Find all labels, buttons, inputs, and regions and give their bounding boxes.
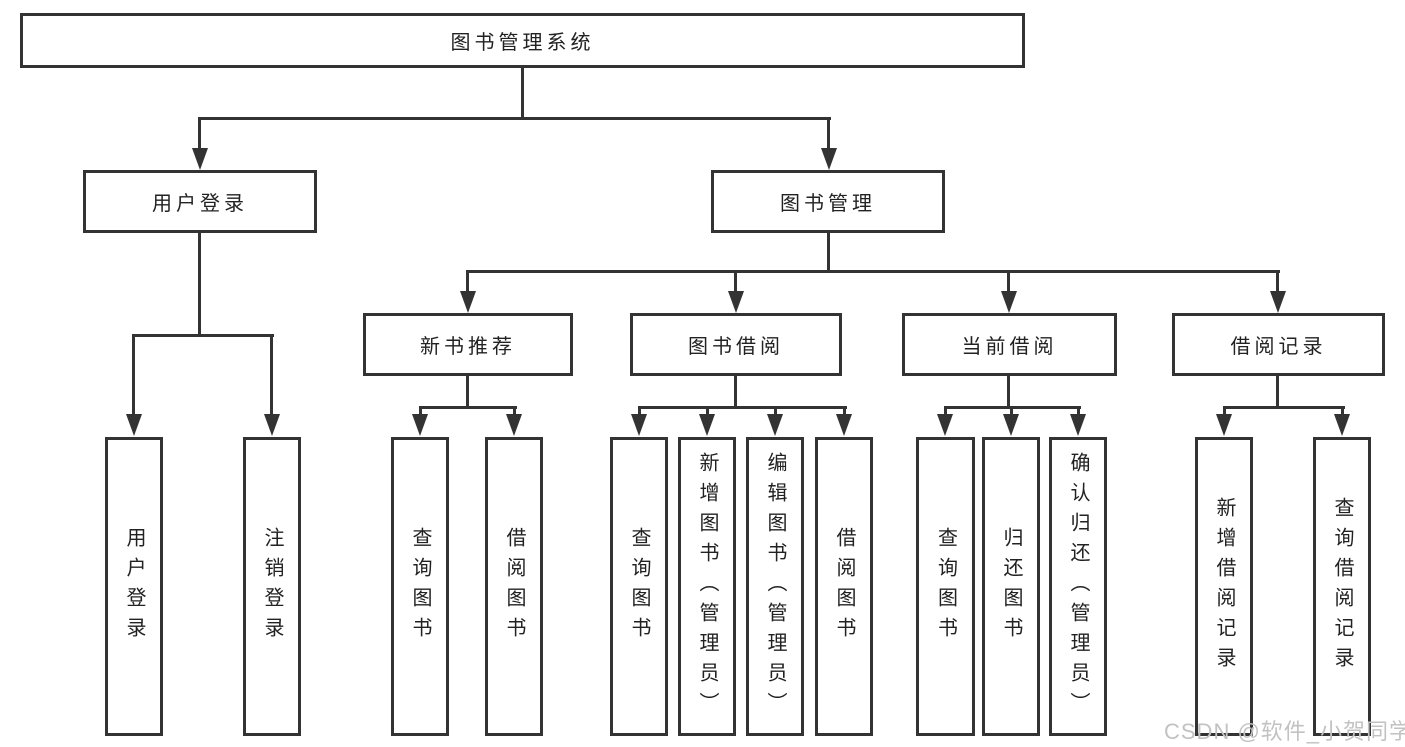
node-user-login-label: 用户登录 [152,193,248,215]
arrowhead-leaf [412,414,428,436]
arrowhead-leaf-logout [264,414,280,436]
arrowhead-leaf [631,414,647,436]
leaf-borrow-book-borrowing: 借阅图书 [815,437,873,736]
edge-stub [1341,406,1344,415]
arrowhead-leaf [767,414,783,436]
edge-to-current-borrowing [1007,270,1010,292]
leaf-query-books-borrowing: 查询图书 [610,437,668,736]
arrowhead-book-borrowing [728,291,744,313]
arrowhead-current-borrowing [1001,291,1017,313]
leaf-return-book-label: 归还图书 [1000,526,1022,647]
edge-borrowing-stem [734,376,737,408]
node-current-borrowing: 当前借阅 [902,313,1117,376]
arrowhead-leaf [699,414,715,436]
leaf-query-books-recommend: 查询图书 [391,437,449,736]
edge-recommendation-stem [466,376,469,408]
node-borrowing-records: 借阅记录 [1172,313,1385,376]
leaf-query-borrow-record-label: 查询借阅记录 [1331,496,1353,677]
arrowhead-book-management [821,148,837,170]
leaf-borrow-book-recommend-label: 借阅图书 [503,526,525,647]
node-borrowing-records-label: 借阅记录 [1230,336,1327,358]
edge-user-login-stem [198,233,201,336]
edge-stub [513,406,516,415]
node-book-management: 图书管理 [711,170,945,233]
leaf-confirm-return-admin-label: 确认归还（管理员） [1067,451,1089,722]
edge-records-split [1223,406,1345,409]
edge-borrowing-split [638,406,847,409]
leaf-query-borrow-record: 查询借阅记录 [1313,437,1371,736]
node-book-borrowing-label: 图书借阅 [688,336,784,358]
edge-stub [419,406,422,415]
node-new-book-recommendation-label: 新书推荐 [420,336,516,358]
edge-to-leaf-logout [270,334,273,415]
edge-user-login-split [132,334,274,337]
edge-current-stem [1007,376,1010,408]
arrowhead-user-login [192,148,208,170]
edge-book-management-stem [827,233,830,273]
leaf-query-books-recommend-label: 查询图书 [409,526,431,647]
leaf-borrow-book-recommend: 借阅图书 [485,437,543,736]
edge-stub [774,406,777,415]
leaf-query-books-current-label: 查询图书 [934,526,957,647]
edge-stub [1077,406,1080,415]
arrowhead-leaf [1216,414,1232,436]
edge-to-new-book-recommendation [466,270,469,292]
edge-book-management-split [466,270,1280,273]
edge-stub [843,406,846,415]
arrowhead-borrowing-records [1270,291,1286,313]
arrowhead-leaf [1334,414,1350,436]
edge-stub [1223,406,1226,415]
leaf-logout-label: 注销登录 [261,526,283,647]
arrowhead-leaf [1003,414,1019,436]
edge-stub [944,406,947,415]
leaf-query-books-borrowing-label: 查询图书 [628,526,650,647]
arrowhead-leaf [937,414,953,436]
leaf-user-login: 用户登录 [105,437,163,736]
node-new-book-recommendation: 新书推荐 [363,313,573,376]
node-current-borrowing-label: 当前借阅 [961,336,1058,358]
leaf-logout: 注销登录 [243,437,301,736]
edge-stub [638,406,641,415]
edge-recommendation-split [419,406,517,409]
leaf-add-book-admin-label: 新增图书（管理员） [696,451,718,722]
edge-records-stem [1276,376,1279,408]
leaf-user-login-label: 用户登录 [123,526,145,647]
leaf-confirm-return-admin: 确认归还（管理员） [1049,437,1107,736]
edge-stub [1010,406,1013,415]
arrowhead-leaf [1070,414,1086,436]
leaf-add-book-admin: 新增图书（管理员） [678,437,736,736]
edge-to-leaf-user-login [132,334,135,415]
leaf-edit-book-admin: 编辑图书（管理员） [746,437,804,736]
leaf-borrow-book-borrowing-label: 借阅图书 [833,526,855,647]
leaf-add-borrow-record: 新增借阅记录 [1195,437,1253,736]
edge-root-stem [521,68,524,118]
edge-root-split [198,117,831,120]
leaf-edit-book-admin-label: 编辑图书（管理员） [764,451,786,722]
arrowhead-leaf [506,414,522,436]
arrowhead-new-book-recommendation [460,291,476,313]
node-library-system: 图书管理系统 [20,13,1025,68]
edge-to-book-borrowing [734,270,737,292]
arrowhead-leaf-user-login [126,414,142,436]
node-library-system-label: 图书管理系统 [450,32,595,54]
leaf-add-borrow-record-label: 新增借阅记录 [1213,496,1235,677]
edge-stub [706,406,709,415]
node-book-management-label: 图书管理 [780,193,876,215]
node-book-borrowing: 图书借阅 [630,313,842,376]
leaf-return-book: 归还图书 [982,437,1040,736]
arrowhead-leaf [836,414,852,436]
edge-root-to-book-management [827,117,830,150]
leaf-query-books-current: 查询图书 [916,437,975,736]
node-user-login: 用户登录 [83,170,317,233]
edge-root-to-user-login [198,117,201,150]
edge-to-borrowing-records [1276,270,1279,292]
csdn-watermark: CSDN @软件_小贺同学 [1164,719,1405,744]
